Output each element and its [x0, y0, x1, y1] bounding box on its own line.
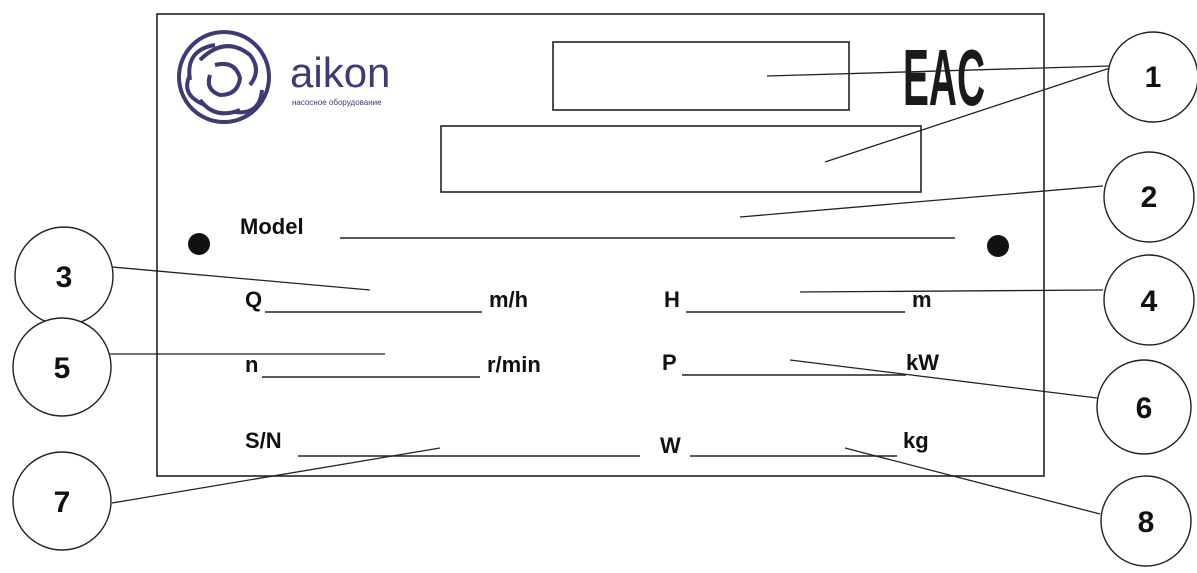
callout-circle-7	[12, 451, 112, 551]
callout-circle-6	[1096, 359, 1192, 455]
blank-field-top	[552, 41, 850, 111]
callout-circle-8	[1100, 475, 1192, 567]
callout-number-7: 7	[54, 486, 71, 519]
leader-7	[111, 447, 441, 504]
callout-number-1: 1	[1145, 61, 1162, 94]
callout-circle-1	[1107, 31, 1197, 123]
q-unit: m/h	[489, 287, 528, 312]
nameplate-border	[156, 13, 1045, 477]
leader-3	[111, 266, 371, 291]
leader-8	[844, 447, 1101, 515]
leader-1b	[824, 67, 1111, 163]
w-unit: kg	[903, 428, 929, 453]
leader-lines	[110, 65, 1111, 515]
leader-6	[789, 359, 1098, 399]
callout-number-6: 6	[1136, 392, 1153, 425]
sn-label: S/N	[245, 428, 282, 453]
n-unit: r/min	[487, 352, 541, 377]
n-label: n	[245, 352, 258, 377]
leader-4	[799, 289, 1104, 293]
h-unit: m	[912, 287, 932, 312]
callout-number-3: 3	[56, 261, 73, 294]
callout-circle-4	[1103, 254, 1195, 346]
model-label: Model	[240, 214, 304, 239]
mounting-hole-left	[188, 233, 210, 255]
q-label: Q	[245, 287, 262, 312]
spiral-logo-icon	[177, 30, 271, 124]
callout-circle-5	[12, 317, 112, 417]
p-unit: kW	[906, 350, 939, 375]
brand-name: aikon	[290, 49, 390, 96]
callout-number-2: 2	[1141, 181, 1158, 214]
blank-field-middle	[440, 125, 922, 193]
p-label: P	[662, 350, 677, 375]
mounting-hole-right	[987, 235, 1009, 257]
eac-mark: EAC	[903, 33, 985, 122]
callout-circle-2	[1103, 151, 1195, 243]
brand-tagline: насосное оборудование	[292, 98, 382, 107]
callout-number-4: 4	[1141, 285, 1158, 318]
h-label: H	[664, 287, 680, 312]
leader-2	[739, 185, 1104, 218]
callout-number-5: 5	[54, 352, 71, 385]
leader-1a	[766, 65, 1111, 77]
w-label: W	[660, 433, 681, 458]
callout-number-8: 8	[1138, 506, 1155, 539]
